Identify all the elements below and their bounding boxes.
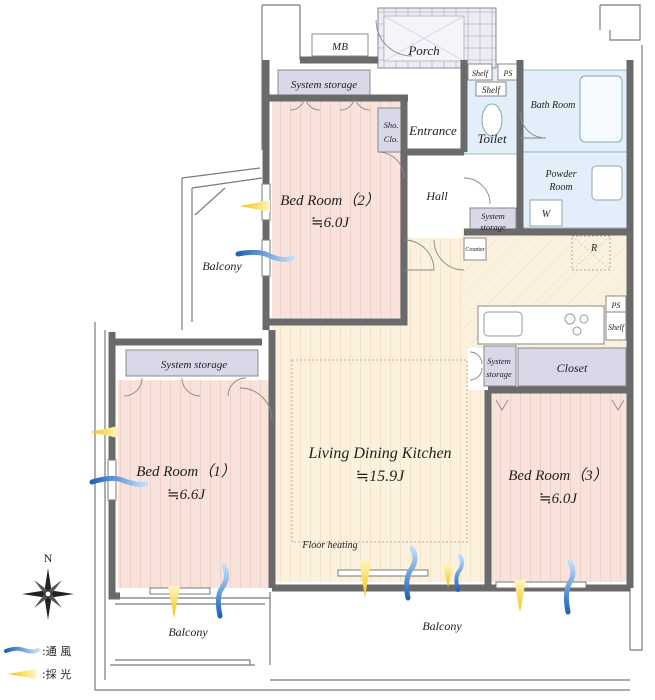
shelf-toilet-box	[475, 81, 507, 97]
ps-top-label: PS	[503, 69, 513, 78]
system-storage-ldk-label-2: storage	[486, 369, 512, 379]
bed-room-3-label: Bed Room（3）	[508, 467, 608, 484]
system-storage-bed1-label: System storage	[161, 359, 227, 371]
ldk-size: ≒15.9J	[356, 468, 405, 485]
daylight-arrows	[90, 200, 526, 618]
toilet-label: Toilet	[477, 131, 507, 146]
bath-room-label: Bath Room	[531, 100, 576, 111]
r-label: R	[590, 243, 597, 254]
shelf-toilet-label: Shelf	[482, 85, 501, 95]
shelf-top-label: Shelf	[472, 69, 490, 78]
bathtub-icon	[579, 75, 623, 143]
ventilation-arrow-icon	[89, 475, 149, 487]
ventilation-legend-icon	[4, 646, 40, 654]
system-storage-top-label: System storage	[291, 79, 357, 91]
powder-room-label-2: Room	[548, 182, 572, 193]
daylight-arrow-icon	[240, 200, 270, 212]
ventilation-arrow-icon	[454, 554, 464, 592]
door-swings	[123, 19, 625, 421]
porch-label: Porch	[407, 43, 439, 58]
system-storage-top	[277, 69, 371, 97]
balcony-bottom-label: Balcony	[422, 619, 462, 633]
sho-clo-label-1: Sho.	[384, 120, 399, 130]
shelf-kitchen-label: Shelf	[608, 323, 626, 332]
shelf-top-box	[467, 63, 493, 81]
bed-room-3-floor	[490, 392, 628, 582]
floor-heating-area	[291, 359, 468, 543]
walls	[108, 56, 634, 600]
system-storage-hall-label-1: System	[481, 211, 505, 221]
ventilation-legend-label: :通 風	[42, 645, 71, 658]
cooktop-icon	[564, 313, 589, 336]
washer-box	[529, 199, 563, 227]
daylight-arrow-icon	[168, 586, 180, 618]
legend: :通 風 :採 光	[4, 645, 71, 681]
ventilation-arrow-icon	[215, 563, 230, 619]
balcony-bottom-left-label: Balcony	[168, 625, 208, 639]
ventilation-arrow-icon	[563, 559, 576, 615]
sho-clo-label-2: Clo.	[384, 134, 398, 144]
compass-north-label: N	[44, 551, 53, 565]
mb-label: MB	[331, 41, 348, 53]
system-storage-ldk	[483, 345, 517, 387]
sho-clo-box	[377, 107, 405, 153]
washbasin-icon	[591, 165, 623, 201]
system-storage-ldk-label-1: System	[487, 356, 511, 366]
w-label: W	[542, 209, 552, 220]
daylight-arrow-icon	[443, 564, 453, 588]
closet-box	[517, 347, 627, 387]
daylight-legend-label: :採 光	[42, 667, 71, 681]
compass-rose-icon	[22, 568, 74, 620]
ventilation-arrows	[89, 249, 576, 619]
bed-room-1-size: ≒6.6J	[167, 487, 206, 503]
daylight-arrow-icon	[359, 560, 371, 598]
ventilation-arrow-icon	[235, 249, 295, 263]
counter-label: Counter	[465, 247, 484, 253]
ventilation-arrow-icon	[404, 545, 418, 601]
bed-room-2-label: Bed Room（2）	[280, 192, 380, 209]
bed-room-2-size: ≒6.0J	[311, 215, 350, 231]
ps-kitchen-label: PS	[611, 301, 621, 310]
daylight-arrow-icon	[514, 580, 526, 612]
bed-room-1-label: Bed Room（1）	[136, 463, 236, 480]
mb-box	[311, 33, 369, 57]
ldk-label: Living Dining Kitchen	[307, 445, 451, 462]
kitchen-sink	[483, 311, 523, 337]
closet-label: Closet	[557, 361, 588, 375]
floor-heating-label: Floor heating	[301, 540, 357, 551]
shelf-kitchen-box	[605, 311, 627, 341]
kitchen-counter	[477, 305, 605, 345]
daylight-legend-icon	[8, 669, 36, 679]
powder-room-label-1: Powder	[544, 169, 576, 180]
system-storage-bed1	[125, 349, 259, 377]
bed-room-3-size: ≒6.0J	[539, 491, 578, 507]
balcony-left-label: Balcony	[202, 259, 242, 273]
balcony-outline	[94, 4, 643, 691]
hall-label: Hall	[425, 189, 448, 203]
counter-box	[463, 237, 487, 261]
toilet-icon	[481, 103, 503, 137]
daylight-arrow-icon	[90, 426, 118, 438]
system-storage-hall-label-2: storage	[480, 222, 506, 232]
entrance-label: Entrance	[408, 123, 457, 138]
